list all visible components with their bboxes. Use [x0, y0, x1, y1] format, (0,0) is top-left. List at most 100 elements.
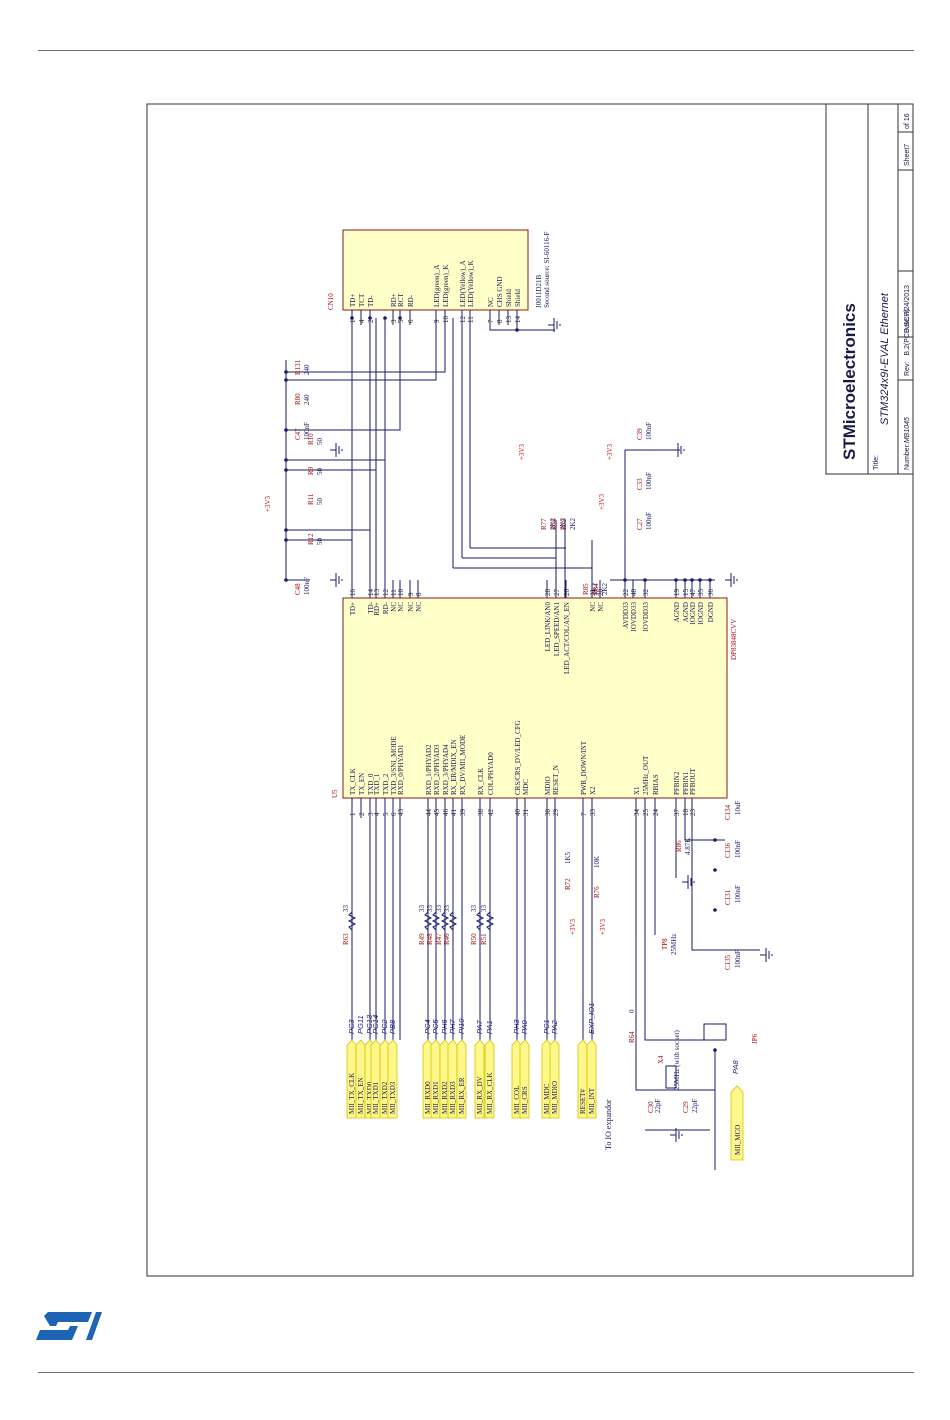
- cn10-pin-name: CHS GND: [496, 276, 504, 307]
- u5-pin-number: 44: [425, 809, 433, 817]
- u5-pin-name: NC: [397, 602, 405, 612]
- c136-val: 100nF: [734, 840, 742, 858]
- x4-val: 25MHz (with socket): [673, 1029, 681, 1090]
- u5-pin-number: 9: [407, 592, 415, 596]
- u5-pin-number: 4: [373, 812, 381, 816]
- u5-pin-name: AGND: [682, 602, 690, 622]
- jp6-ref: JP6: [751, 1033, 759, 1044]
- ground-icon: [760, 948, 773, 962]
- u5-pin-number: 39: [459, 809, 467, 817]
- u5-pin-name: RX_CLK: [477, 768, 485, 795]
- cn10-pin-name: TCT: [358, 293, 366, 307]
- cn10-pin-name: Shield: [505, 289, 513, 307]
- junction-dot: [368, 316, 372, 320]
- cn10-pin-number: 6: [407, 319, 415, 323]
- cn10-pin-name: LED(green)_A: [433, 265, 441, 307]
- u5-pin-name: RX_DV/MII_MODE: [459, 735, 467, 795]
- mii-port-label: MII_TXD1: [372, 1081, 380, 1114]
- top-part-value: 50: [316, 498, 324, 506]
- top-part-value: 2K2: [569, 517, 577, 530]
- junction-dot: [708, 578, 712, 582]
- u5-pin-number: 1: [349, 812, 357, 816]
- cn10-ref: CN10: [327, 293, 335, 310]
- mcu-pin-label: PC5: [431, 1019, 440, 1034]
- junction-dot: [398, 316, 402, 320]
- u5-pin-name: RD+: [373, 602, 381, 616]
- u5-pin-number: 29: [552, 809, 560, 817]
- top-rule: [38, 50, 914, 51]
- u5-pin-number: 19: [673, 589, 681, 597]
- u5-pin-name: PWR_DOWN/INT: [580, 740, 588, 795]
- junction-dot: [674, 578, 678, 582]
- c135-ref: C135: [724, 954, 732, 970]
- top-part-ref: C33: [636, 478, 644, 490]
- u5-pin-number: 11: [390, 589, 398, 596]
- u5-pin-number: 8: [415, 592, 423, 596]
- u5-pin-name: AGND: [673, 602, 681, 622]
- cn10-pin-number: 2: [367, 319, 375, 323]
- resistor-ref: R51: [480, 933, 488, 945]
- u5-pin-name: LED_ACT/COL/AN_EN: [563, 602, 571, 674]
- u5-pin-number: 23: [689, 809, 697, 817]
- top-part-ref: R85: [582, 583, 590, 595]
- c136-ref: C136: [724, 842, 732, 858]
- resistor-symbol: [431, 911, 441, 931]
- u5-pin-name: DGND: [707, 602, 715, 622]
- u5-pin-name: RX_ER/MDIX_EN: [450, 739, 458, 795]
- resistor-ref: R47: [435, 933, 443, 945]
- x4-ref: X4: [657, 1055, 665, 1064]
- u5-pin-number: 20: [597, 589, 605, 597]
- cn10-body: [342, 229, 529, 311]
- svg-text:Sheet7: Sheet7: [904, 144, 911, 166]
- st-logo-text: ST: [52, 1353, 54, 1355]
- mii-port-label: MII_TX_EN: [357, 1077, 365, 1114]
- jp6-jumper[interactable]: [703, 1023, 727, 1041]
- top-part-ref: R131: [294, 359, 302, 375]
- c131-val: 100nF: [734, 885, 742, 903]
- junction-dot: [683, 578, 687, 582]
- u5-pin-name: COL/PHYAD0: [487, 752, 495, 795]
- mii-port-flag: [447, 1039, 458, 1119]
- cn10-pin-name: LED(green)_K: [442, 265, 450, 307]
- r86-val: 4.87K: [684, 838, 692, 855]
- u5-part: DP83848CVV: [730, 619, 738, 660]
- junction-dot: [515, 328, 519, 332]
- u5-pin-number: 16: [349, 589, 357, 597]
- top-part-value: 240: [303, 364, 311, 375]
- mcu-pin-label: PG11: [356, 1015, 365, 1034]
- mcu-pin-label: PH7: [448, 1019, 457, 1034]
- mii-port-flag: [370, 1039, 381, 1119]
- u5-pin-name: TX_CLK: [349, 768, 357, 795]
- u5-pin-name: RXD_3/PHYAD4: [442, 744, 450, 795]
- top-part-value: 50: [316, 468, 324, 476]
- of-label: of: [904, 123, 911, 129]
- u5-pin-name: X2: [589, 786, 597, 795]
- cn10-pin-name: LED(Yellow)_A: [459, 260, 467, 307]
- u5-pin-number: 45: [433, 809, 441, 817]
- schematic-frame: [146, 103, 914, 1277]
- u5-body: [342, 597, 728, 799]
- x4-crystal: [665, 1065, 677, 1089]
- ground-symbols: [330, 318, 773, 1142]
- title-block: STMicroelectronics Title: STM324x9I-EVAL…: [825, 103, 914, 475]
- mii-port-flag: [541, 1039, 552, 1119]
- resistor-ref: R48: [426, 933, 434, 945]
- mcu-pin-label: PA0: [520, 1020, 529, 1034]
- top-part-ref: R12: [307, 533, 315, 545]
- cn10-pin-number: 9: [433, 319, 441, 323]
- u5-pin-name: NC: [415, 602, 423, 612]
- u5-pin-name: NC: [589, 602, 597, 612]
- ground-icon: [725, 573, 738, 587]
- r72-val: 1K5: [564, 851, 572, 864]
- cn10-pin-number: 12: [459, 316, 467, 324]
- top-part-value: 100nF: [645, 512, 653, 530]
- c30-val: 22pF: [654, 1099, 662, 1114]
- u5-pin-name: TD+: [349, 602, 357, 615]
- date-label: Date:: [904, 316, 911, 333]
- resistor-ref: R63: [342, 933, 350, 945]
- mii-port-label: MII_RXD1: [432, 1081, 440, 1114]
- top-part-ref: R78: [550, 518, 558, 530]
- mco-port-label: MII_MCO: [734, 1125, 742, 1155]
